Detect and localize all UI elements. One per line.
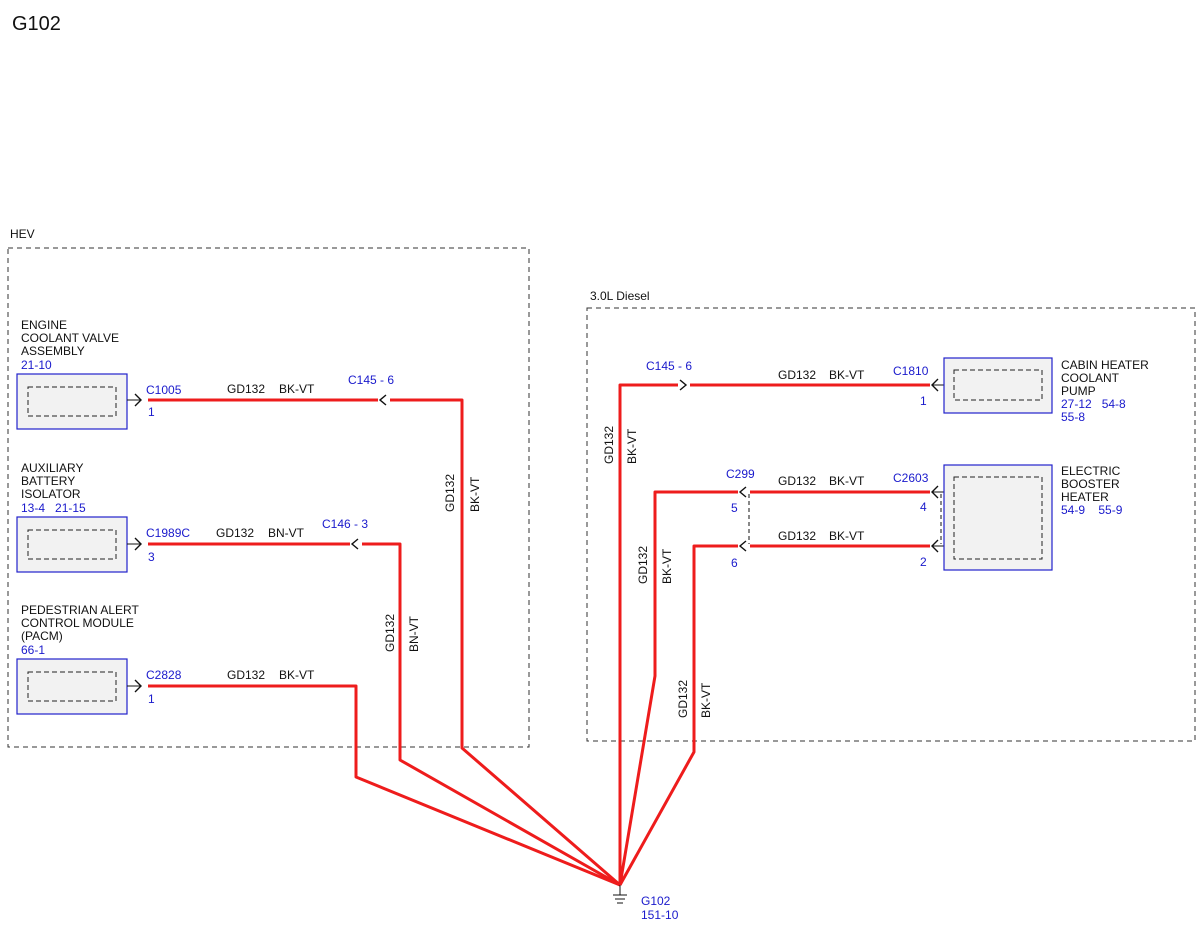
c2603-pin2: 2 [920,555,927,569]
c1989c-pin: 3 [148,550,155,564]
c2603-pin4: 4 [920,500,927,514]
ebh-name-3: HEATER [1061,490,1109,504]
c299-label[interactable]: C299 [726,467,755,481]
c299-pin6-arrow-icon [738,540,747,552]
ebh-name-2: BOOSTER [1061,477,1120,491]
c146-arrow-icon [350,538,359,550]
c145-hev-arrow-icon [378,394,387,406]
abi-name-3: ISOLATOR [21,487,81,501]
pacm-ref[interactable]: 66-1 [21,643,45,657]
abi-pin-arrow-icon [134,537,142,551]
c1810-pin: 1 [920,394,927,408]
c146-label[interactable]: C146 - 3 [322,517,368,531]
wire-ebh-pin2-left[interactable] [618,544,738,886]
ebh-wire1-color: BK-VT [829,474,865,488]
chcp-wire-circuit: GD132 [778,368,816,382]
c299-pin5-arrow-icon [738,486,747,498]
ecva-vwire-color: BK-VT [468,476,482,512]
ecva-wire-color: BK-VT [279,382,315,396]
ebh-wire1-circuit: GD132 [778,474,816,488]
chcp-ref-1[interactable]: 27-12 54-8 [1061,397,1126,411]
abi-vwire-circuit: GD132 [383,614,397,652]
chcp-vwire-color: BK-VT [625,428,639,464]
ebh-vwire2-color: BK-VT [699,682,713,718]
c1810-label[interactable]: C1810 [893,364,929,378]
pacm-name-1: PEDESTRIAN ALERT [21,603,139,617]
c145-hev-label[interactable]: C145 - 6 [348,373,394,387]
wire-ecva-right[interactable] [390,398,621,887]
abi-component[interactable] [16,516,128,573]
ecva-name-3: ASSEMBLY [21,344,85,358]
c145-diesel-arrow-icon [679,379,688,391]
pacm-inner [27,671,117,702]
abi-vwire-color: BN-VT [407,615,421,652]
chcp-name-2: COOLANT [1061,371,1120,385]
c299-pin6: 6 [731,556,738,570]
c1005-pin: 1 [148,405,155,419]
pacm-name-2: CONTROL MODULE [21,616,134,630]
abi-name-2: BATTERY [21,474,75,488]
ebh-vwire1-circuit: GD132 [636,546,650,584]
chcp-component[interactable] [943,357,1053,414]
ecva-component[interactable] [16,373,128,430]
region-diesel [586,307,1196,742]
ecva-ref[interactable]: 21-10 [21,358,52,372]
wire-ebh-pin4-left[interactable] [618,490,738,886]
ebh-component[interactable] [943,464,1053,571]
pacm-component[interactable] [16,658,128,715]
ecva-name-2: COOLANT VALVE [21,331,119,345]
pacm-wire-circuit: GD132 [227,668,265,682]
ebh-ref[interactable]: 54-9 55-9 [1061,503,1123,517]
pacm-pin-arrow-icon [134,679,142,693]
region-label-hev: HEV [10,227,35,241]
ebh-vwire1-color: BK-VT [660,548,674,584]
chcp-name-3: PUMP [1061,384,1096,398]
c1005-label[interactable]: C1005 [146,383,182,397]
abi-name-1: AUXILIARY [21,461,83,475]
ebh-inner [953,476,1043,560]
ebh-name-1: ELECTRIC [1061,464,1121,478]
ecva-pin-arrow-icon [134,393,142,407]
wires [148,383,930,887]
chcp-inner [953,369,1043,401]
pacm-name-3: (PACM) [21,629,63,643]
chcp-name-1: CABIN HEATER [1061,358,1149,372]
abi-inner [27,529,117,560]
ecva-wire-circuit: GD132 [227,382,265,396]
ground-icon [613,885,627,904]
ecva-name-1: ENGINE [21,318,67,332]
wire-chcp-left[interactable] [618,383,678,885]
c1989c-label[interactable]: C1989C [146,526,190,540]
chcp-vwire-circuit: GD132 [602,426,616,464]
c2828-label[interactable]: C2828 [146,668,182,682]
ebh-wire2-color: BK-VT [829,529,865,543]
c299-pin5: 5 [731,501,738,515]
c2603-label[interactable]: C2603 [893,471,929,485]
chcp-wire-color: BK-VT [829,368,865,382]
ground-ref[interactable]: 151-10 [641,908,679,922]
chcp-ref-2[interactable]: 55-8 [1061,410,1085,424]
region-label-diesel: 3.0L Diesel [590,289,650,303]
ebh-wire2-circuit: GD132 [778,529,816,543]
c145-diesel-label[interactable]: C145 - 6 [646,359,692,373]
region-hev [7,247,530,748]
ground-label[interactable]: G102 [641,894,671,908]
c2828-pin: 1 [148,692,155,706]
page-title: G102 [12,13,61,35]
abi-wire-circuit: GD132 [216,526,254,540]
abi-wire-color: BN-VT [268,526,305,540]
ecva-inner [27,386,117,417]
ecva-vwire-circuit: GD132 [443,474,457,512]
pacm-wire-color: BK-VT [279,668,315,682]
ebh-vwire2-circuit: GD132 [676,680,690,718]
wire-abi-right[interactable] [362,542,621,887]
wire-pacm[interactable] [148,684,621,887]
abi-ref[interactable]: 13-4 21-15 [21,501,86,515]
